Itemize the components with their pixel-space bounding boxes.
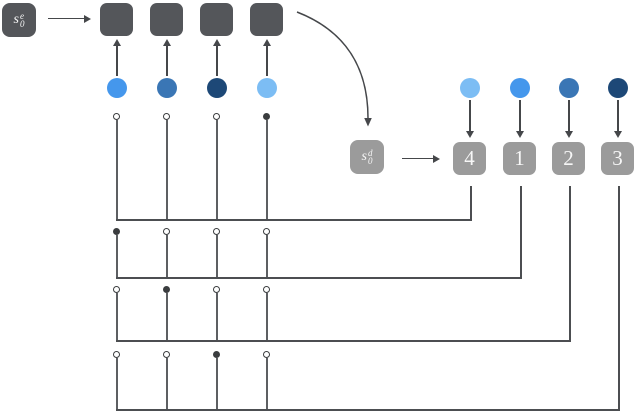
pointer-stem — [116, 120, 118, 221]
decoder-cell-output-3: 3 — [601, 142, 634, 175]
decoder-output-circle-4 — [608, 78, 628, 98]
decoder-cell-output-2: 2 — [552, 142, 585, 175]
decoder-output-arrowhead-icon — [565, 131, 573, 138]
pointer-stem — [216, 358, 218, 411]
decoder-output-arrowhead-icon — [614, 131, 622, 138]
pointer-row-connector — [116, 340, 571, 342]
encoder-input-arrow — [116, 45, 118, 76]
pointer-dot — [263, 113, 270, 120]
encoder-input-circle-4 — [257, 78, 277, 98]
pointer-dot — [263, 228, 270, 235]
pointer-dot — [213, 113, 220, 120]
pointer-dot — [213, 286, 220, 293]
pointer-row-connector — [116, 277, 522, 279]
encoder-input-circle-3 — [207, 78, 227, 98]
pointer-stem — [166, 120, 168, 221]
decoder-output-circle-2 — [510, 78, 530, 98]
decoder-output-circle-3 — [559, 78, 579, 98]
encoder-input-arrowhead-icon — [163, 39, 171, 46]
encoder-cell-3 — [200, 3, 233, 36]
encoder-input-arrowhead-icon — [213, 39, 221, 46]
encoder-input-arrow — [166, 45, 168, 76]
decoder-state-arrowhead-icon — [433, 154, 440, 163]
encoder-cell-1 — [100, 3, 133, 36]
encoder-input-arrow — [216, 45, 218, 76]
decoder-output-arrowhead-icon — [466, 131, 474, 138]
encoder-input-arrowhead-icon — [113, 39, 121, 46]
decoder-output-arrowhead-icon — [516, 131, 524, 138]
pointer-dot — [163, 113, 170, 120]
decoder-cell-output-4: 4 — [453, 142, 486, 175]
encoder-cell-4 — [250, 3, 283, 36]
pointer-dot — [113, 228, 120, 235]
pointer-dot — [163, 228, 170, 235]
decoder-cell-output-1: 1 — [503, 142, 536, 175]
encoder-input-circle-1 — [107, 78, 127, 98]
pointer-stem — [166, 235, 168, 279]
pointer-dot — [113, 286, 120, 293]
pointer-stem — [116, 293, 118, 342]
pointer-row-connector — [116, 219, 472, 221]
encoder-input-circle-2 — [157, 78, 177, 98]
encoder-state-arrowhead-icon — [84, 14, 91, 23]
pointer-dot — [113, 351, 120, 358]
pointer-row-riser — [470, 186, 472, 221]
pointer-row-riser — [520, 186, 522, 279]
pointer-stem — [266, 358, 268, 411]
pointer-dot — [213, 351, 220, 358]
pointer-stem — [116, 358, 118, 411]
pointer-stem — [216, 120, 218, 221]
encoder-state-arrow — [48, 17, 84, 19]
pointer-dot — [263, 286, 270, 293]
pointer-stem — [166, 358, 168, 411]
pointer-dot — [213, 228, 220, 235]
decoder-output-arrow — [617, 100, 619, 131]
pointer-stem — [266, 293, 268, 342]
pointer-stem — [266, 235, 268, 279]
pointer-stem — [116, 235, 118, 279]
encoder-input-arrow — [266, 45, 268, 76]
pointer-stem — [166, 293, 168, 342]
pointer-stem — [266, 120, 268, 221]
pointer-stem — [216, 235, 218, 279]
decoder-output-circle-1 — [460, 78, 480, 98]
pointer-stem — [216, 293, 218, 342]
decoder-output-arrow — [469, 100, 471, 131]
pointer-row-riser — [618, 186, 620, 411]
pointer-dot — [163, 286, 170, 293]
pointer-dot — [163, 351, 170, 358]
decoder-output-arrow — [519, 100, 521, 131]
decoder-state-arrow — [402, 157, 433, 159]
pointer-dot — [263, 351, 270, 358]
pointer-dot — [113, 113, 120, 120]
pointer-row-connector — [116, 409, 620, 411]
pointer-row-riser — [569, 186, 571, 342]
encoder-input-arrowhead-icon — [263, 39, 271, 46]
encoder-cell-2 — [150, 3, 183, 36]
decoder-output-arrow — [568, 100, 570, 131]
